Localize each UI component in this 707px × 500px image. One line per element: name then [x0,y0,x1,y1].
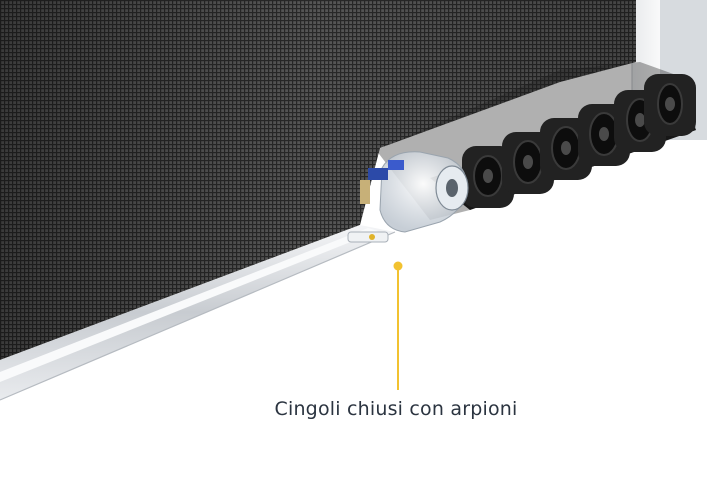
chain-link-pin [483,169,493,183]
chain-link-pin [665,97,675,111]
chain-link-pin [599,127,609,141]
callout-pointer [393,261,403,390]
chain-link-pin [523,155,533,169]
chain-link-pin [635,113,645,127]
chain-link-pin [561,141,571,155]
mesh-screen [0,0,636,360]
callout-caption: Cingoli chiusi con arpioni [274,398,518,420]
harpoon-clip [347,151,469,243]
guide-profile [0,225,396,401]
chain-links [462,74,696,208]
